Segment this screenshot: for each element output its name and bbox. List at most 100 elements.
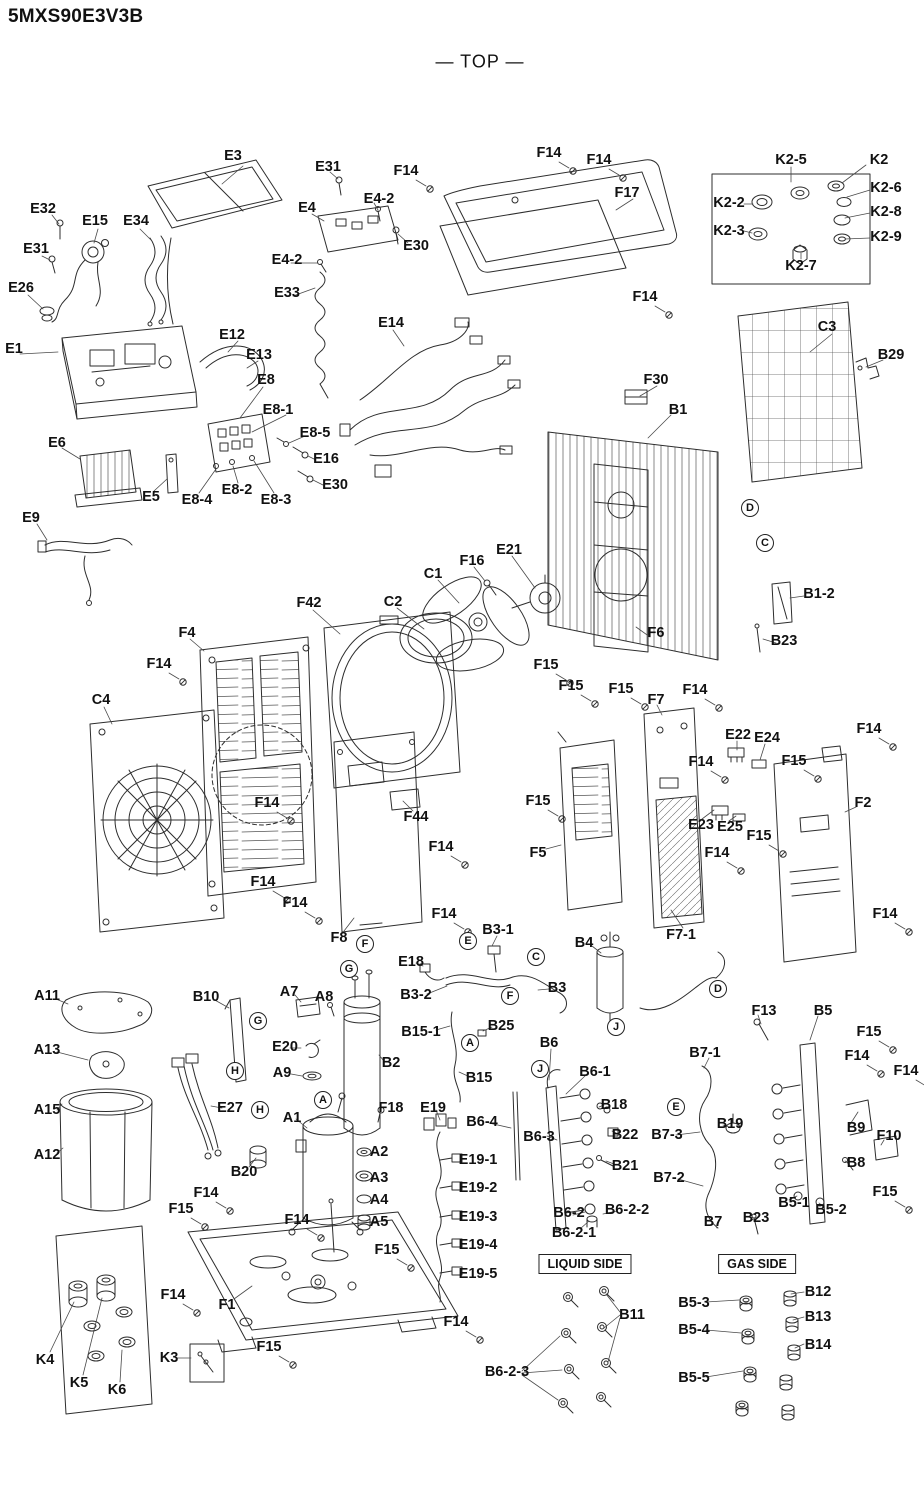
part-label-e4: E4 [298,199,316,216]
part-label-e32: E32 [30,200,56,217]
front-grille-f4 [199,636,317,897]
ref-circle-j: J [607,1018,625,1036]
part-label-k2-2: K2-2 [713,194,745,211]
screw-f14 [878,737,897,751]
part-label-f2: F2 [854,794,872,811]
part-label-b19: B19 [716,1115,744,1132]
part-label-f14: F14 [844,1047,870,1064]
part-label-c3: C3 [817,318,837,335]
base-pan-f1 [187,1198,459,1353]
part-label-k2-5: K2-5 [775,151,807,168]
thermistor-wires-e34 [144,235,174,327]
part-label-b6: B6 [539,1034,559,1051]
part-label-e19-1: E19-1 [458,1151,498,1168]
screw-f14 [465,1330,484,1344]
screw-f14 [215,1201,234,1215]
section-label-gas-side: GAS SIDE [718,1254,796,1274]
side-panel-f2 [773,745,857,963]
part-label-k3: K3 [159,1349,179,1366]
grommet-box-k4-k6 [55,1225,153,1415]
screw-f15 [894,1200,913,1214]
view-label: — TOP — [435,51,525,72]
part-label-b8: B8 [846,1154,866,1171]
gasket-a13 [89,1051,125,1079]
part-label-c2: C2 [383,593,403,610]
terminal-block-e8 [207,413,314,483]
part-label-f14: F14 [282,894,308,911]
screw-f14 [558,161,577,175]
part-label-b11: B11 [619,1306,645,1323]
reactor-e6 [74,449,143,508]
part-label-e19-3: E19-3 [458,1208,498,1225]
accumulator-b2 [343,969,381,1136]
propeller-c1 [422,576,530,672]
bell-mouth-c2 [399,612,473,664]
bracket-a7 [295,996,321,1018]
screw-f15 [396,1258,415,1272]
ref-circle-h: H [226,1062,244,1080]
bracket-b10 [224,997,247,1083]
screw-f14 [915,1079,924,1086]
part-label-f14: F14 [704,844,730,861]
part-label-k2-9: K2-9 [870,228,902,245]
part-label-a7: A7 [279,983,299,1000]
part-label-b7-2: B7-2 [653,1169,685,1186]
part-label-f15: F15 [608,680,634,697]
screw-f14 [182,1303,201,1317]
part-label-k2: K2 [869,151,889,168]
pipe-assy-b7 [699,1065,759,1235]
part-label-k2-7: K2-7 [785,257,817,274]
screw-f14 [450,855,469,869]
pipe-to-d [639,951,725,1011]
part-label-e8-3: E8-3 [260,491,292,508]
part-label-a3: A3 [369,1169,389,1186]
part-label-e4-2: E4-2 [271,251,303,268]
part-label-a15: A15 [33,1101,61,1118]
compressor-mounts-a2-a5 [355,1147,373,1231]
part-label-e23: E23 [688,816,714,833]
part-label-a12: A12 [33,1146,61,1163]
ref-circle-f: F [501,987,519,1005]
screw-f15 [555,673,574,687]
part-label-e33: E33 [274,284,300,301]
part-label-e16: E16 [313,450,339,467]
part-label-e27: E27 [217,1099,243,1116]
ref-circle-j: J [531,1060,549,1078]
part-label-b6-2: B6-2 [553,1204,585,1221]
part-label-e8-1: E8-1 [262,401,294,418]
screw-f15 [803,769,822,783]
part-label-b2: B2 [381,1054,401,1071]
part-label-b7-3: B7-3 [651,1126,683,1143]
part-label-b15: B15 [465,1069,493,1086]
compressor-wires-e27 [171,1053,222,1160]
handle-e12-e13 [199,345,265,391]
ref-circle-a: A [461,1034,479,1052]
part-label-a2: A2 [369,1143,389,1160]
part-label-e34: E34 [123,212,149,229]
part-label-b6-3: B6-3 [523,1128,555,1145]
part-label-f14: F14 [536,144,562,161]
part-label-f14: F14 [160,1286,186,1303]
screw-kit-k3 [189,1343,225,1383]
part-label-b20: B20 [230,1163,258,1180]
part-label-e13: E13 [246,346,272,363]
part-label-e8: E8 [257,371,275,388]
partition-f7 [643,707,705,929]
part-label-e31: E31 [23,240,49,257]
screw-f14 [726,861,745,875]
muffler-b4 [596,931,624,1025]
ref-circle-e: E [667,1098,685,1116]
part-label-b4: B4 [574,934,594,951]
part-label-f15: F15 [525,792,551,809]
part-label-f14: F14 [682,681,708,698]
compressor-a1 [288,1092,364,1236]
part-label-f10: F10 [876,1127,902,1144]
grommet-e26 [39,306,55,322]
part-label-e30: E30 [403,237,429,254]
ref-circle-c: C [527,948,545,966]
part-label-b12: B12 [804,1283,832,1300]
ref-circle-f: F [356,935,374,953]
side-plate-f5 [557,731,623,911]
screw-f18 [377,1106,385,1123]
part-label-f14: F14 [586,151,612,168]
